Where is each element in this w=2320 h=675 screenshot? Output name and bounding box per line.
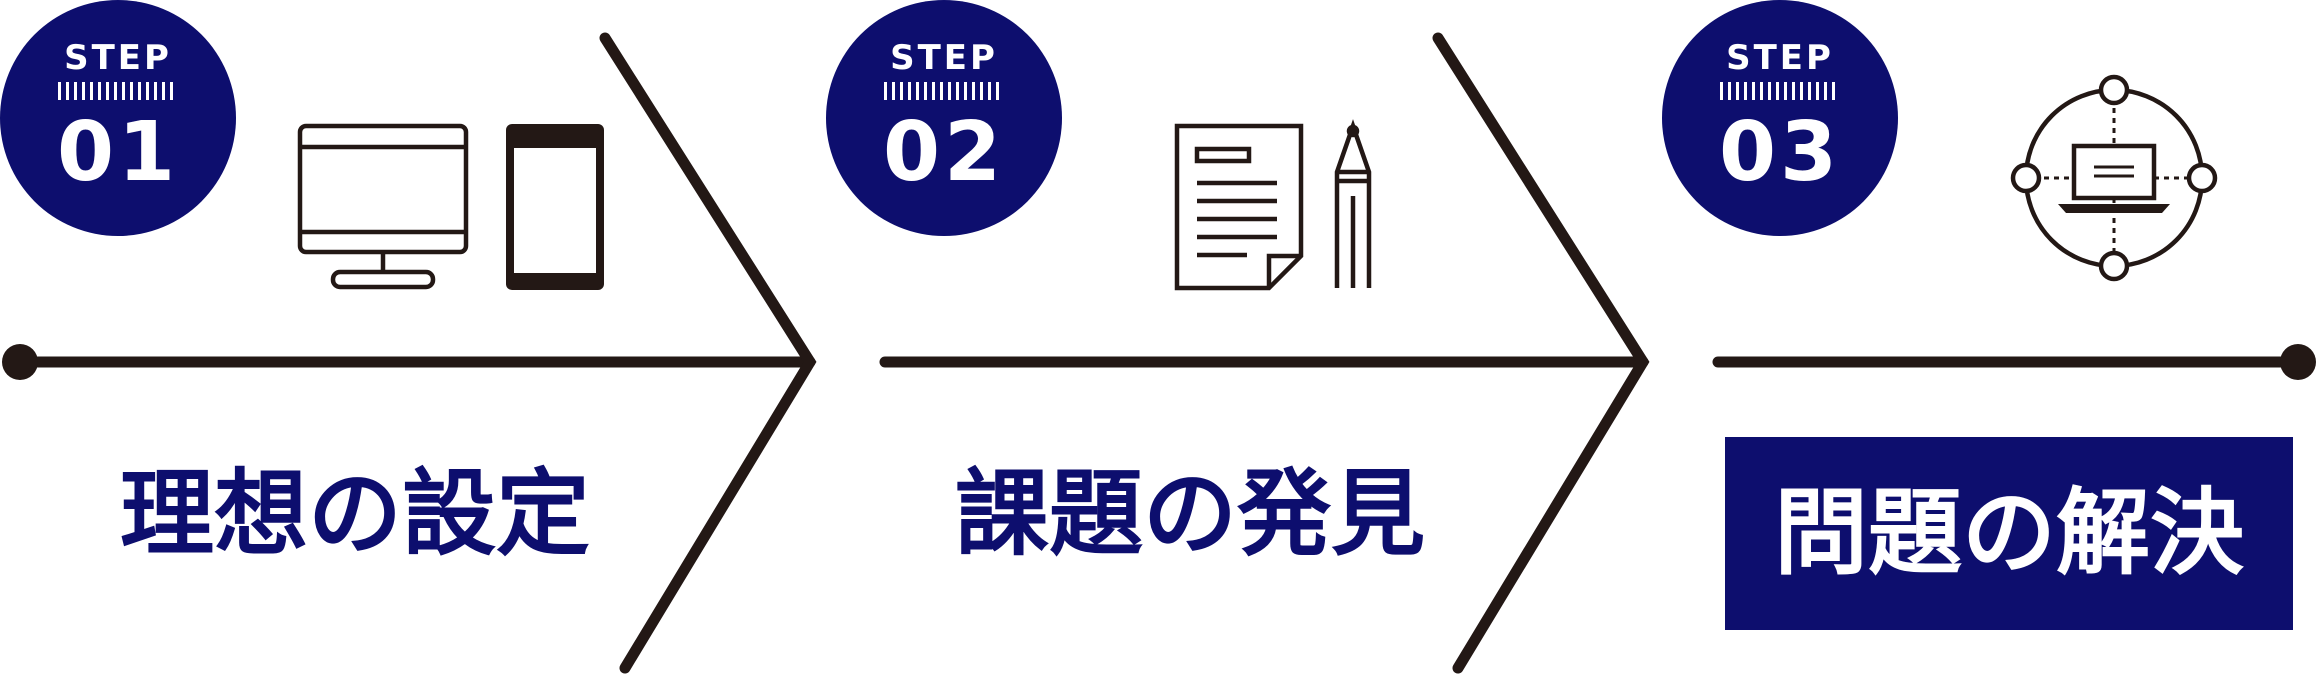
step-2-ticks bbox=[884, 82, 1004, 100]
timeline bbox=[14, 32, 2304, 674]
step-2-badge: STEP 02 bbox=[826, 0, 1062, 236]
step-1-label: STEP bbox=[64, 38, 172, 78]
timeline-end-dot bbox=[2280, 344, 2316, 380]
step-1-ticks bbox=[58, 82, 178, 100]
monitor-icon bbox=[297, 123, 469, 290]
step-2-number: 02 bbox=[882, 105, 1006, 200]
step-2-title: 課題の発見 bbox=[954, 460, 1425, 569]
pencil-icon bbox=[1334, 119, 1372, 288]
chevron-arrow-2 bbox=[1432, 32, 1650, 674]
step-3-title: 問題の解決 bbox=[1725, 437, 2293, 630]
step-1-title: 理想の設定 bbox=[119, 460, 590, 569]
step-3-label: STEP bbox=[1726, 38, 1834, 78]
laptop-network-icon bbox=[2010, 74, 2218, 282]
step-1-number: 01 bbox=[56, 105, 180, 200]
document-icon bbox=[1174, 123, 1304, 291]
timeline-start-dot bbox=[2, 344, 38, 380]
step-3-badge: STEP 03 bbox=[1662, 0, 1898, 236]
step-2-label: STEP bbox=[890, 38, 998, 78]
step-3-ticks bbox=[1720, 82, 1840, 100]
step-1-badge: STEP 01 bbox=[0, 0, 236, 236]
step-3-number: 03 bbox=[1718, 105, 1842, 200]
tablet-icon bbox=[506, 124, 604, 290]
chevron-arrow-1 bbox=[599, 32, 817, 674]
